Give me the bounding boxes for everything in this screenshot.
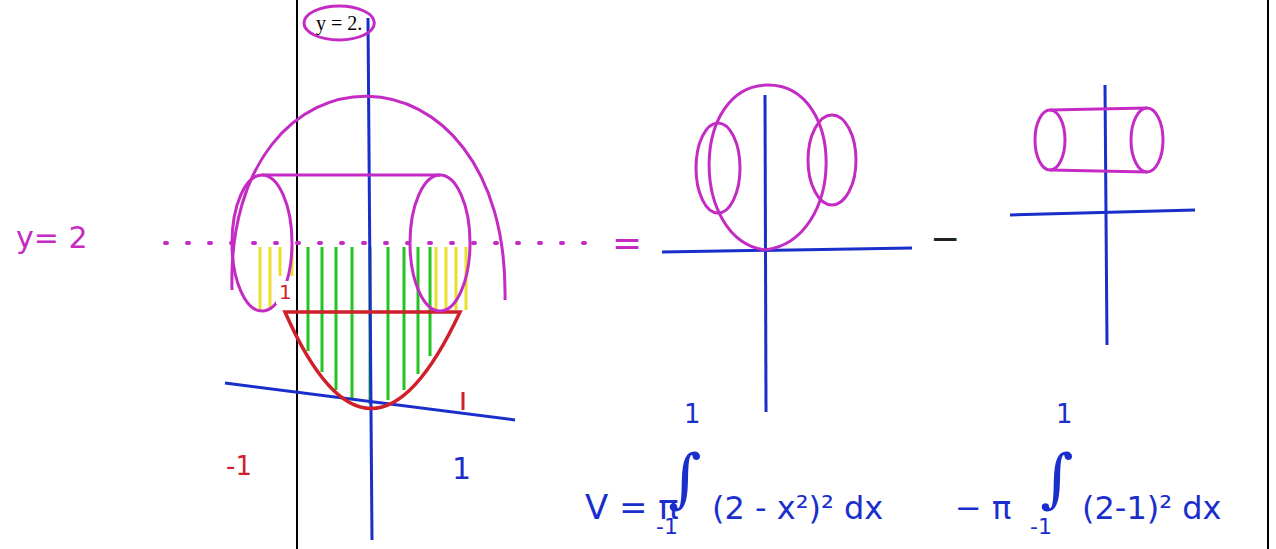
frame-line (296, 0, 298, 549)
operator-sign: = (612, 222, 642, 263)
y-axis (1105, 85, 1107, 345)
integral-bound: 1 (684, 400, 701, 430)
x-axis (1010, 210, 1195, 215)
x-axis (662, 248, 912, 252)
circle-outline (304, 6, 374, 40)
cylinder-line (1050, 170, 1147, 172)
tick-mark (462, 392, 465, 410)
parabola-region (285, 312, 460, 409)
cylinder-line (1050, 108, 1147, 110)
integral-sign: ∫ (668, 446, 701, 510)
formula-text: (2-1)² dx (1082, 490, 1221, 527)
formula-text: − π (955, 490, 1011, 527)
axis-label: y= 2 (16, 221, 88, 256)
cylinder-end (410, 175, 470, 311)
operator-sign: − (930, 218, 960, 259)
cylinder-end (1035, 110, 1065, 170)
circled-note: y = 2. (302, 4, 376, 42)
tick-label: -1 (226, 452, 252, 482)
integral-bound: 1 (1056, 400, 1073, 430)
formula-text: (2 - x²)² dx (712, 490, 883, 527)
cross-section (808, 115, 856, 205)
axis-of-rotation (165, 241, 600, 245)
cylinder-line (262, 174, 440, 177)
tick-label: 1 (276, 281, 295, 304)
frame-line (1267, 0, 1269, 549)
cylinder-end (1131, 108, 1163, 172)
node-text: y = 2. (316, 11, 362, 35)
cross-section (696, 123, 740, 213)
integral-bound: -1 (656, 514, 678, 539)
x-axis (225, 383, 515, 420)
integral-bound: -1 (1030, 514, 1052, 539)
y-axis (765, 95, 766, 412)
integral-sign: ∫ (1040, 446, 1073, 510)
tick-label: 1 (452, 452, 471, 487)
